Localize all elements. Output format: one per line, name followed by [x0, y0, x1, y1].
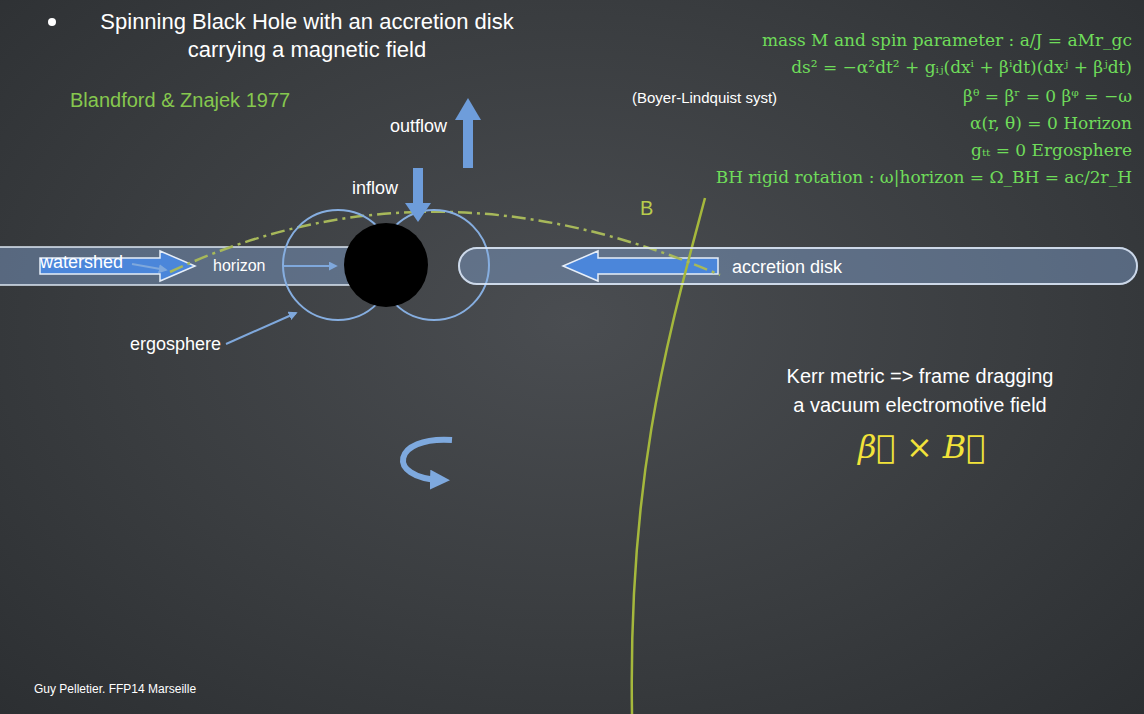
equation: gₜₜ = 0 Ergosphere	[971, 140, 1132, 160]
inflow-arrow	[413, 168, 423, 205]
equation: BH rigid rotation : ω|horizon = Ω_BH = a…	[716, 167, 1132, 187]
title-bullet	[48, 18, 56, 26]
watershed-curve	[170, 212, 720, 275]
coordinate-note: (Boyer-Lindquist syst)	[632, 89, 777, 107]
author-credit: Guy Pelletier. FFP14 Marseille	[34, 682, 196, 696]
equation: mass M and spin parameter : a/J = aMr_gc	[762, 30, 1132, 50]
rotation-arrow	[403, 440, 452, 480]
outflow-arrow-head	[455, 98, 481, 120]
flow-label: outflow	[390, 116, 447, 138]
region-label: horizon	[213, 256, 265, 275]
citation-label: Blandford & Znajek 1977	[70, 88, 290, 112]
outflow-arrow	[463, 118, 473, 168]
flow-label: inflow	[352, 178, 398, 200]
pointer-arrow	[226, 313, 296, 344]
accretion-disk-left	[0, 247, 372, 285]
inflow-block-arrow	[563, 251, 718, 281]
field-label: B	[640, 196, 653, 220]
region-label: ergosphere	[130, 334, 221, 356]
region-label: watershed	[40, 252, 123, 274]
black-hole	[344, 223, 428, 307]
pointer-arrow	[284, 265, 336, 267]
explanation-note: Kerr metric => frame dragging a vacuum e…	[780, 362, 1060, 420]
equation: ds² = −α²dt² + gᵢⱼ(dxⁱ + βⁱdt)(dxʲ + βʲd…	[791, 57, 1132, 77]
accretion-disk-right-fill	[458, 247, 1138, 285]
field-line	[632, 198, 705, 714]
pointer-arrow	[132, 264, 166, 270]
inflow-block-arrow	[40, 251, 195, 281]
disk-band: accretion disk	[458, 247, 1138, 285]
equation: α(r, θ) = 0 Horizon	[970, 113, 1132, 133]
inflow-arrow-head	[405, 203, 431, 222]
band-label: accretion disk	[732, 257, 842, 279]
slide-title: Spinning Black Hole with an accretion di…	[62, 8, 552, 63]
equation: βᶿ = βʳ = 0 βᵠ = −ω	[963, 86, 1132, 106]
vector-formula: β⃗ × B⃗	[858, 428, 986, 466]
